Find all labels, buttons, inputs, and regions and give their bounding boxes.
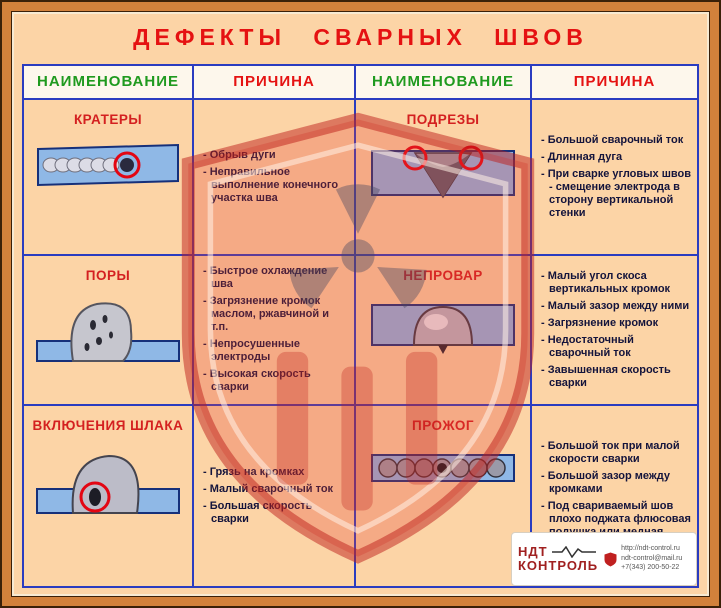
prozhog-illustration-icon	[368, 445, 518, 491]
cause-line: - Малый зазор между ними	[541, 299, 690, 312]
cause-cell-pory: - Быстрое охлаждение шва - Загрязнение к…	[194, 255, 356, 406]
cause-line: - Загрязнение кромок маслом, ржавчиной и…	[203, 295, 329, 334]
logo-phone: +7(343) 200-50-22	[621, 564, 680, 572]
cause-line: - Грязь на кромках	[203, 465, 305, 478]
cause-cell-podrezy: - Большой сварочный ток - Длинная дуга -…	[532, 100, 697, 256]
defect-cell-prozhog: ПРОЖОГ	[356, 405, 532, 586]
header-cause-right: ПРИЧИНА	[532, 65, 697, 100]
cause-line: - Быстрое охлаждение шва	[203, 265, 328, 291]
defects-table: НАИМЕНОВАНИЕ ПРИЧИНА НАИМЕНОВАНИЕ ПРИЧИН…	[22, 63, 699, 588]
cause-line: - Загрязнение кромок	[541, 316, 659, 329]
defect-cell-neprovar: НЕПРОВАР	[356, 255, 532, 406]
podrezy-illustration-icon	[368, 139, 518, 203]
neprovar-illustration-icon	[368, 295, 518, 357]
logo-brand-block: НДТ КОНТРОЛЬ	[518, 543, 599, 574]
cause-line: - Непросушенные электроды	[203, 338, 301, 364]
logo-brand-ndt: НДТ	[518, 543, 548, 559]
cause-line: - При сварке угловых швов - смещение эле…	[541, 167, 691, 219]
defect-name-prozhog: ПРОЖОГ	[411, 417, 475, 433]
cause-line: - Длинная дуга	[541, 150, 623, 163]
cause-line: - Завышенная скорость сварки	[541, 363, 671, 389]
logo-email: ndt-control@mail.ru	[621, 554, 683, 562]
poster-title: ДЕФЕКТЫ СВАРНЫХ ШВОВ	[133, 24, 588, 50]
logo-contacts-block: http://ndt-control.ru ndt-control@mail.r…	[604, 545, 682, 573]
shlak-illustration-icon	[33, 445, 183, 519]
defect-cell-kratery: КРАТЕРЫ	[24, 99, 194, 256]
cause-cell-kratery: - Обрыв дуги - Неправильное выполнение к…	[194, 99, 356, 256]
ndt-control-logo: НДТ КОНТРОЛЬ http://ndt-control.ru ndt-c…	[511, 532, 697, 586]
kratery-illustration-icon	[33, 139, 183, 195]
header-name-right: НАИМЕНОВАНИЕ	[356, 65, 532, 100]
logo-website: http://ndt-control.ru	[621, 544, 680, 552]
defect-cell-podrezy: ПОДРЕЗЫ	[356, 99, 532, 256]
cause-line: - Обрыв дуги	[203, 148, 276, 161]
cause-line: - Малый сварочный ток	[203, 482, 334, 495]
cause-line: - Малый угол скоса вертикальных кромок	[541, 269, 671, 295]
cause-line: - Неправильное выполнение конечного учас…	[203, 165, 339, 204]
cause-line: - Высокая скорость сварки	[203, 368, 311, 393]
poster-content: ДЕФЕКТЫ СВАРНЫХ ШВОВ	[14, 14, 707, 594]
mini-shield-icon	[604, 552, 617, 566]
header-name-left: НАИМЕНОВАНИЕ	[24, 65, 194, 100]
header-cause-left: ПРИЧИНА	[194, 65, 356, 100]
cause-line: - Большой ток при малой скорости сварки	[541, 439, 680, 465]
cause-cell-shlak: - Грязь на кромках - Малый сварочный ток…	[194, 405, 356, 586]
defect-name-neprovar: НЕПРОВАР	[403, 267, 483, 283]
cause-cell-neprovar: - Малый угол скоса вертикальных кромок -…	[532, 256, 697, 406]
cause-line: - Большой сварочный ток	[541, 133, 684, 146]
defect-cell-pory: ПОРЫ	[24, 255, 194, 406]
cause-line: - Большая скорость сварки	[203, 499, 313, 525]
pory-illustration-icon	[33, 295, 183, 367]
logo-brand-kontrol: КОНТРОЛЬ	[518, 558, 599, 573]
defect-name-kratery: КРАТЕРЫ	[73, 111, 143, 127]
poster-inner-frame: ДЕФЕКТЫ СВАРНЫХ ШВОВ	[11, 11, 710, 597]
cause-line: - Большой зазор между кромками	[541, 469, 670, 495]
defect-name-pory: ПОРЫ	[85, 267, 131, 283]
pulse-line-icon	[551, 545, 596, 558]
defect-name-shlak: ВКЛЮЧЕНИЯ ШЛАКА	[32, 417, 184, 433]
defect-name-podrezy: ПОДРЕЗЫ	[406, 111, 480, 127]
cause-line: - Недостаточный сварочный ток	[541, 333, 634, 359]
defect-cell-shlak: ВКЛЮЧЕНИЯ ШЛАКА	[24, 405, 194, 586]
